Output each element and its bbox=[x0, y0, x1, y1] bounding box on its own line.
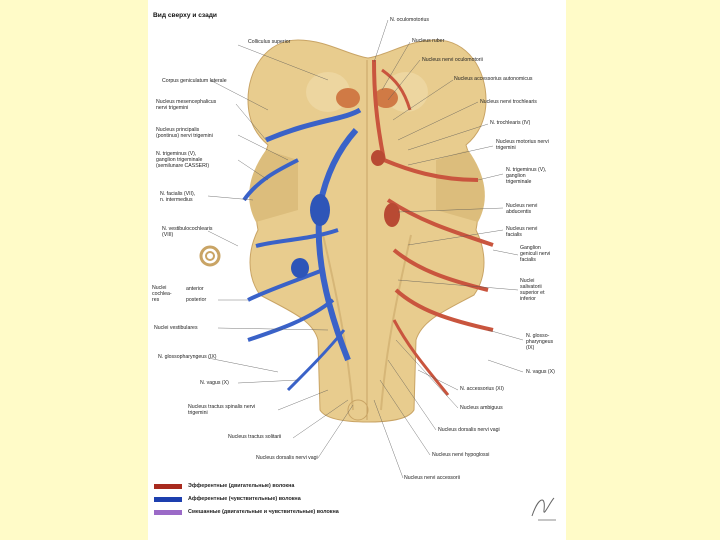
legend-swatch-mixed bbox=[154, 510, 182, 515]
label-nuclei-vestibulares: Nuclei vestibulares bbox=[154, 325, 198, 331]
label-posterior: posterior bbox=[186, 297, 207, 303]
label-nucleus-hypoglossi: Nucleus nervi hypoglossi bbox=[432, 452, 490, 458]
label-nucleus-tractus-solitarii: Nucleus tractus solitarii bbox=[228, 434, 282, 440]
label-n-glossopharyngeus-left: N. glossopharyngeus (IX) bbox=[158, 354, 217, 360]
legend-text-mixed: Смешанные (двигательные и чувствительные… bbox=[188, 509, 339, 515]
label-n-oculomotorius: N. oculomotorius bbox=[390, 17, 429, 23]
label-nucleus-accessorius-autonomicus: Nucleus accessorius autonomicus bbox=[454, 76, 533, 82]
slide: Вид сверху и сзади Colliculus superior C… bbox=[148, 0, 566, 540]
legend-text-afferent: Афферентные (чувствительные) волокна bbox=[188, 496, 301, 502]
label-n-vagus-left: N. vagus (X) bbox=[200, 380, 229, 386]
label-n-trochlearis: N. trochlearis (IV) bbox=[490, 120, 531, 126]
label-nucleus-trochlearis: Nucleus nervi trochlearis bbox=[480, 99, 537, 105]
label-n-facialis: N. facialis (VII), n. intermedius bbox=[160, 191, 196, 203]
label-nucleus-mesencephalicus: Nucleus mesencephalicus nervi trigemini bbox=[156, 99, 217, 111]
brainstem-illustration bbox=[199, 19, 524, 479]
label-nucleus-oculomotorii: Nucleus nervi oculomotorii bbox=[422, 57, 483, 63]
label-ganglion-geniculi: Ganglion geniculi nervi facialis bbox=[520, 245, 551, 263]
label-n-vestibulocochlearis: N. vestibulocochlearis (VIII) bbox=[162, 226, 213, 238]
label-n-vagus-right: N. vagus (X) bbox=[526, 369, 555, 375]
label-nucleus-tractus-spinalis: Nucleus tractus spinalis nervi trigemini bbox=[188, 404, 256, 416]
label-nuclei-cochleares: Nuclei cochlea- res bbox=[152, 285, 172, 303]
label-nucleus-dorsalis-vagi-left: Nucleus dorsalis nervi vagi bbox=[256, 455, 318, 461]
label-nucleus-dorsalis-vagi-right: Nucleus dorsalis nervi vagi bbox=[438, 427, 500, 433]
label-n-trigeminus-left: N. trigeminus (V), ganglion trigeminale … bbox=[156, 151, 210, 169]
label-nucleus-accessorii: Nucleus nervi accessorii bbox=[404, 475, 460, 481]
legend-swatch-efferent bbox=[154, 484, 182, 489]
label-n-trigeminus-right: N. trigeminus (V), ganglion trigeminale bbox=[506, 167, 547, 185]
label-nucleus-facialis: Nucleus nervi facialis bbox=[506, 226, 538, 238]
label-nucleus-principalis: Nucleus principalis (pontinus) nervi tri… bbox=[156, 127, 213, 139]
label-corpus-geniculatum: Corpus geniculatum laterale bbox=[162, 78, 227, 84]
label-nucleus-ambiguus: Nucleus ambiguus bbox=[460, 405, 503, 411]
label-nucleus-motorius-trigemini: Nucleus motorius nervi trigemini bbox=[496, 139, 549, 151]
figure-title: Вид сверху и сзади bbox=[153, 12, 217, 19]
legend-swatch-afferent bbox=[154, 497, 182, 502]
artist-signature bbox=[531, 497, 556, 521]
legend-text-efferent: Эфферентные (двигательные) волокна bbox=[188, 483, 295, 489]
label-anterior: anterior bbox=[186, 286, 204, 292]
label-n-accessorius: N. accessorius (XI) bbox=[460, 386, 504, 392]
label-nucleus-abducentis: Nucleus nervi abducentis bbox=[506, 203, 538, 215]
label-nucleus-ruber: Nucleus ruber bbox=[412, 38, 445, 44]
label-colliculus-superior: Colliculus superior bbox=[248, 39, 291, 45]
label-n-glossopharyngeus-right: N. glosso- pharyngeus (IX) bbox=[526, 333, 554, 351]
label-nuclei-salivatorii: Nuclei salivatorii superior et inferior bbox=[520, 278, 545, 302]
